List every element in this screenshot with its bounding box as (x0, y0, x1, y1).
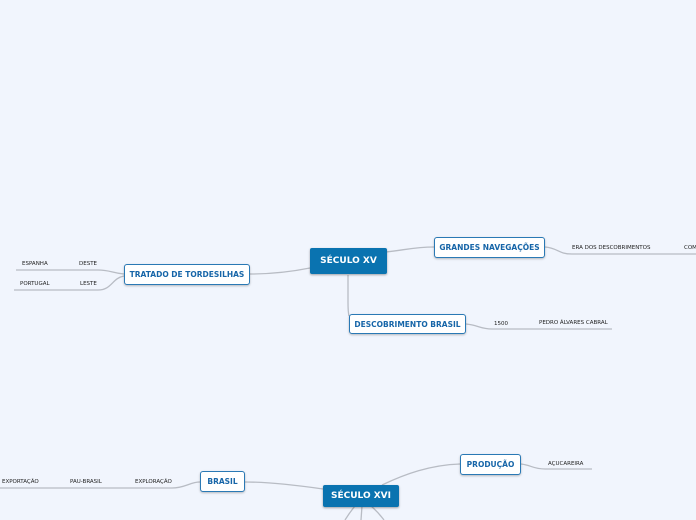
leaf-era-dos-descobrimentos[interactable]: ERA DOS DESCOBRIMENTOS (572, 245, 651, 251)
branch-node-label: PRODUÇÃO (466, 460, 515, 469)
leaf-portugal[interactable]: PORTUGAL (20, 281, 50, 287)
central-node-seculo-xv[interactable]: SÉCULO XV (310, 248, 387, 274)
branch-node-producao[interactable]: PRODUÇÃO (460, 454, 521, 475)
connector-root2-brasil (244, 481, 324, 490)
central-node-label: SÉCULO XV (320, 256, 377, 266)
central-node-label: SÉCULO XVI (331, 491, 391, 501)
branch-node-label: GRANDES NAVEGAÇÕES (439, 243, 540, 252)
connector-tratado-leste (14, 275, 125, 291)
connector-root2-down-3 (370, 505, 385, 520)
connector-descobrimento-1500 (465, 323, 612, 330)
connector-root1-grandes-navegacoes (385, 246, 435, 253)
branch-node-label: DESCOBRIMENTO BRASIL (354, 319, 461, 329)
leaf-espanha[interactable]: ESPANHA (22, 261, 48, 267)
connector-grandes-era (544, 246, 696, 255)
connector-root2-producao (381, 463, 461, 486)
connector-producao-acucareira (520, 463, 592, 470)
leaf-1500[interactable]: 1500 (494, 321, 508, 327)
connector-root1-tratado (249, 267, 311, 275)
connector-root2-down-1 (344, 505, 356, 520)
connector-root2-down-2 (360, 505, 363, 520)
central-node-seculo-xvi[interactable]: SÉCULO XVI (323, 485, 399, 507)
branch-node-brasil[interactable]: BRASIL (200, 471, 245, 492)
branch-node-tratado-de-tordesilhas[interactable]: TRATADO DE TORDESILHAS (124, 264, 250, 285)
leaf-pau-brasil[interactable]: PAU-BRASIL (70, 479, 102, 485)
leaf-pedro-alvares-cabral[interactable]: PEDRO ÁLVARES CABRAL (539, 320, 608, 326)
leaf-exportacao[interactable]: EXPORTAÇÃO (2, 479, 39, 485)
leaf-leste[interactable]: LESTE (80, 281, 97, 287)
connector-brasil-exploracao (0, 481, 201, 489)
leaf-acucareira[interactable]: AÇUCAREIRA (548, 461, 584, 467)
connector-root1-descobrimento (347, 275, 350, 317)
branch-node-label: TRATADO DE TORDESILHAS (129, 270, 245, 279)
branch-node-label: BRASIL (207, 477, 238, 486)
branch-node-descobrimento-brasil[interactable]: DESCOBRIMENTO BRASIL (349, 314, 466, 334)
leaf-exploracao[interactable]: EXPLORAÇÃO (135, 479, 172, 485)
leaf-com[interactable]: COM (684, 245, 696, 251)
branch-node-grandes-navegacoes[interactable]: GRANDES NAVEGAÇÕES (434, 237, 545, 258)
connector-tratado-deste (16, 269, 125, 275)
leaf-deste[interactable]: DESTE (79, 261, 98, 267)
